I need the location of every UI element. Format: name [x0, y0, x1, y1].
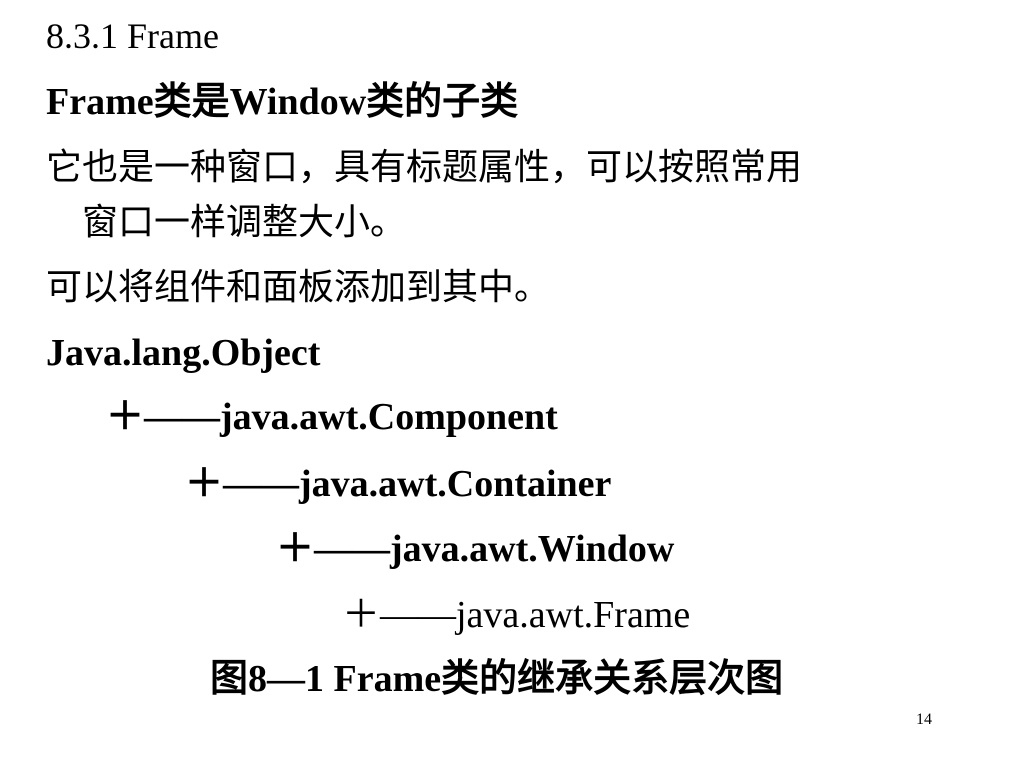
hierarchy-window: ＋——java.awt.Window: [276, 528, 675, 570]
bullet-window-description-line1: 它也是一种窗口，具有标题属性，可以按照常用: [46, 147, 803, 188]
bullet-window-description-line2: 窗口一样调整大小。: [82, 202, 407, 243]
hierarchy-container: ＋——java.awt.Container: [185, 463, 612, 505]
figure-caption: 图8—1 Frame类的继承关系层次图: [210, 658, 784, 700]
hierarchy-root: Java.lang.Object: [46, 332, 321, 374]
hierarchy-component: ＋——java.awt.Component: [106, 396, 558, 438]
bullet-frame-subclass: Frame类是Window类的子类: [46, 81, 519, 123]
section-title: 8.3.1 Frame: [46, 16, 219, 56]
bullet-add-components: 可以将组件和面板添加到其中。: [46, 267, 551, 308]
hierarchy-frame: ＋——java.awt.Frame: [342, 594, 691, 636]
page-number: 14: [916, 711, 932, 728]
